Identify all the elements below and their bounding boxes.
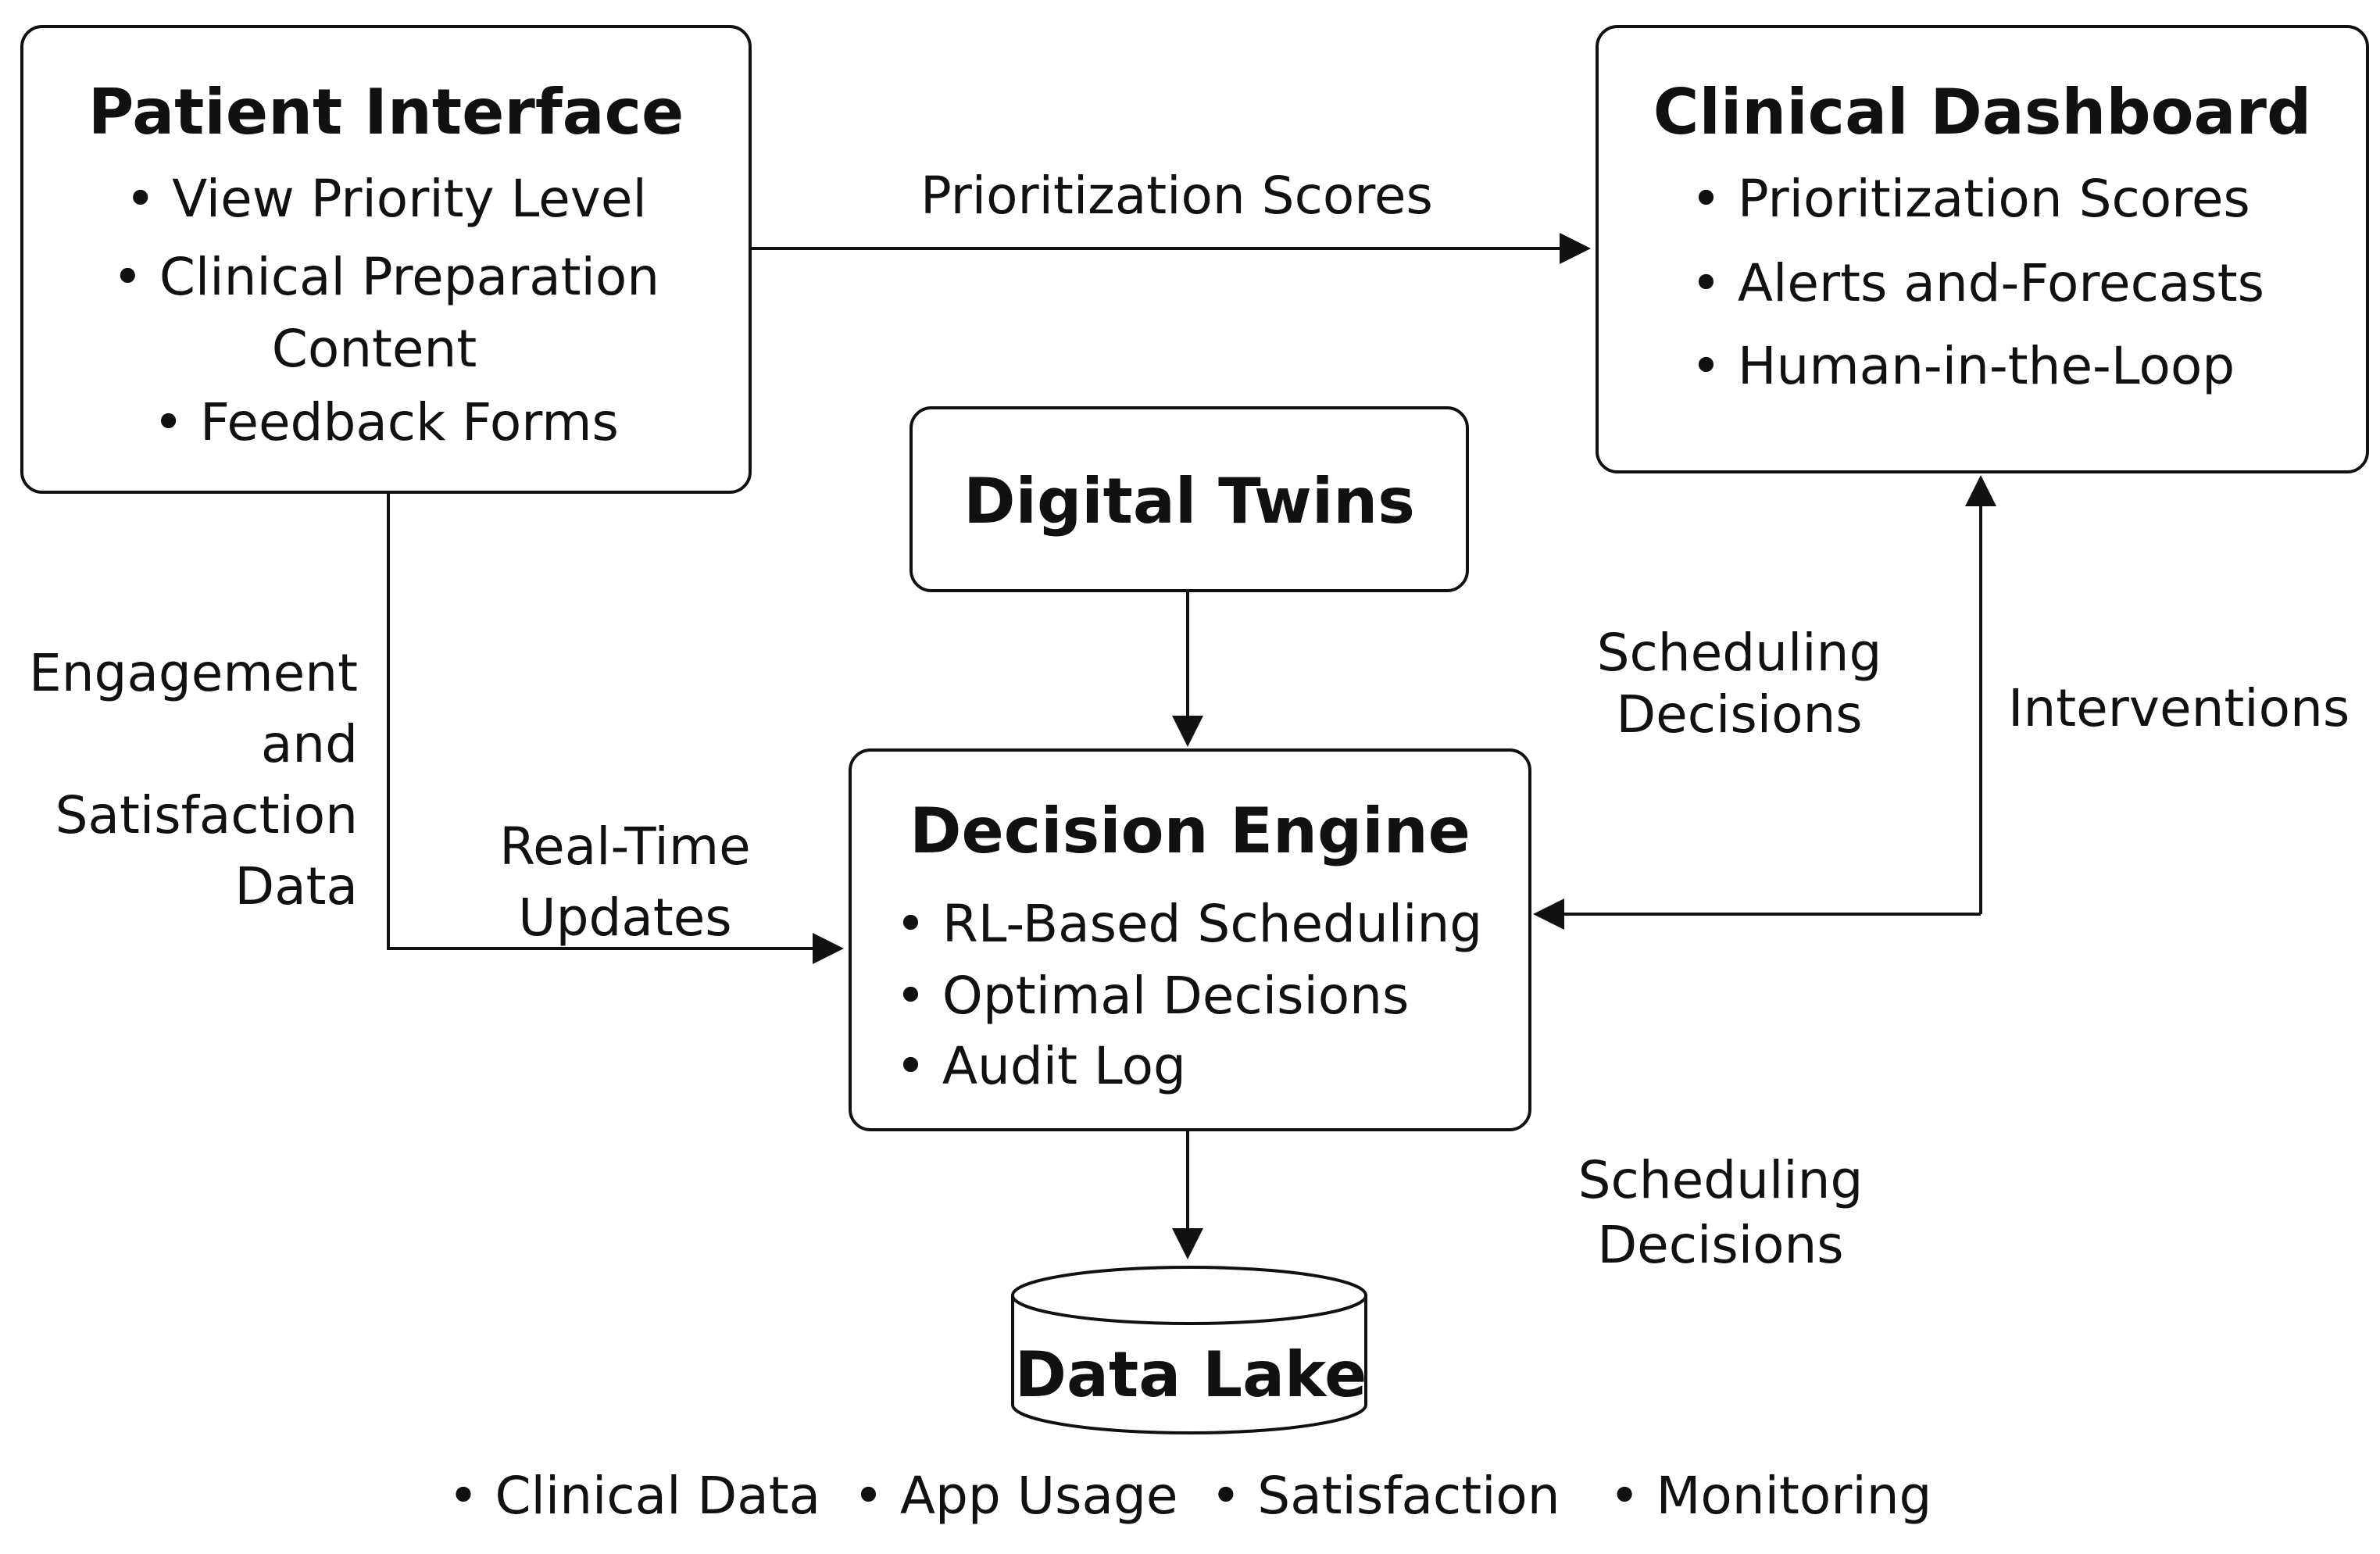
label-prioritization-scores: Prioritization Scores: [920, 166, 1433, 226]
label-scheduling-line: Decisions: [1616, 684, 1863, 745]
label-interventions: Interventions: [2008, 678, 2350, 738]
decision-engine-box: Decision Engine • RL-Based Scheduling • …: [849, 748, 1531, 1131]
patient-interface-item: • Feedback Forms: [153, 392, 619, 452]
data-lake-title: Data Lake: [1014, 1338, 1367, 1411]
decision-engine-title: Decision Engine: [909, 795, 1471, 867]
digital-twins-title: Digital Twins: [963, 465, 1415, 538]
decision-engine-item: • RL-Based Scheduling: [895, 894, 1483, 954]
label-engagement-line: Engagement: [29, 643, 358, 703]
clinical-dashboard-item: • Alerts and-Forecasts: [1691, 253, 2265, 313]
label-real-time-updates: Real-Time Updates: [469, 811, 781, 953]
decision-engine-item: • Audit Log: [895, 1036, 1186, 1096]
label-engagement-line: Data: [234, 856, 358, 917]
label-scheduling-decisions-upper: Scheduling Decisions: [1575, 622, 1903, 745]
data-lake-cylinder: [1011, 1266, 1367, 1434]
label-engagement-line: and: [260, 714, 358, 775]
label-scheduling-line: Scheduling: [1596, 623, 1882, 683]
label-scheduling-line: Decisions: [1597, 1214, 1844, 1275]
clinical-dashboard-item: • Human-in-the-Loop: [1691, 336, 2235, 396]
label-engagement-line: Satisfaction: [55, 785, 358, 846]
patient-interface-item: Content: [271, 319, 477, 379]
clinical-dashboard-title: Clinical Dashboard: [1653, 76, 2312, 148]
decision-engine-item: • Optimal Decisions: [895, 966, 1410, 1026]
label-real-time-line: Real-Time: [499, 816, 751, 877]
clinical-dashboard-item: • Prioritization Scores: [1691, 169, 2250, 229]
label-engagement: Engagement and Satisfaction Data: [14, 638, 358, 922]
data-lake-caption: • Clinical Data • App Usage • Satisfacti…: [448, 1466, 1932, 1526]
clinical-dashboard-box: Clinical Dashboard • Prioritization Scor…: [1596, 25, 2369, 473]
label-real-time-line: Updates: [518, 888, 732, 948]
label-scheduling-line: Scheduling: [1578, 1150, 1864, 1210]
patient-interface-item: • Clinical Preparation: [112, 247, 660, 307]
edge-engagement-updates: [387, 492, 844, 964]
patient-interface-item: • View Priority Level: [125, 169, 647, 229]
label-scheduling-decisions-lower: Scheduling Decisions: [1556, 1149, 1885, 1277]
patient-interface-title: Patient Interface: [88, 76, 684, 148]
patient-interface-box: Patient Interface • View Priority Level …: [20, 25, 752, 494]
digital-twins-box: Digital Twins: [909, 406, 1469, 592]
